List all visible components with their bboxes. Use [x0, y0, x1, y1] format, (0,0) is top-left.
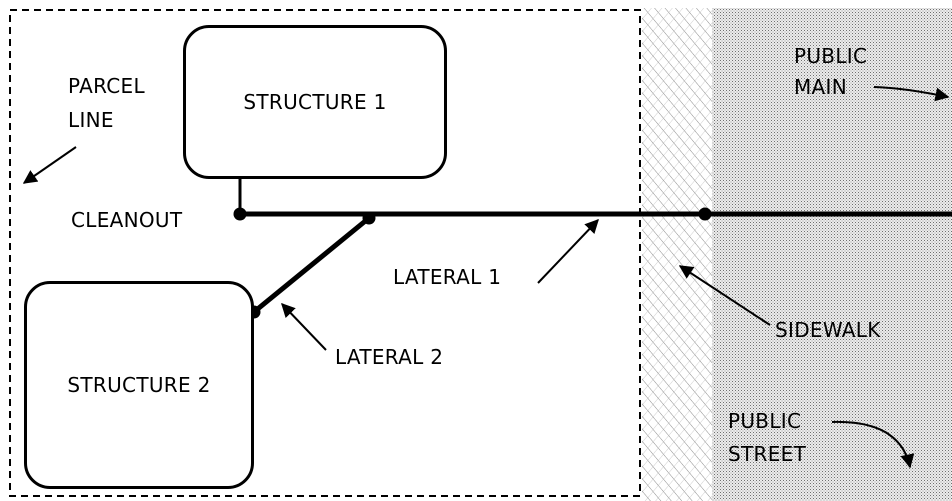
sidewalk-arrow: [678, 265, 771, 326]
structure-2-label: STRUCTURE 2: [67, 373, 211, 397]
public-main-label-line2: MAIN: [794, 75, 847, 99]
lateral-2-label: LATERAL 2: [335, 345, 444, 369]
cleanout-node: [233, 207, 247, 221]
lateral-1-arrow: [537, 218, 599, 284]
parcel-line-arrow: [22, 146, 77, 184]
lateral-2-line: [252, 216, 371, 314]
parcel-line-label-line1: PARCEL: [68, 74, 145, 98]
public-street-label-line2: STREET: [728, 442, 807, 466]
lateral-2-arrow: [281, 302, 327, 351]
structure-2-box: STRUCTURE 2: [24, 281, 254, 489]
property-line-node: [698, 207, 712, 221]
cleanout-label: CLEANOUT: [71, 208, 183, 232]
structure-1-box: STRUCTURE 1: [183, 25, 447, 179]
structure-1-label: STRUCTURE 1: [243, 90, 387, 114]
parcel-line-label-line2: LINE: [68, 108, 114, 132]
public-main-label-line1: PUBLIC: [794, 44, 868, 68]
public-street-label-line1: PUBLIC: [728, 409, 802, 433]
public-main-arrow: [873, 86, 950, 102]
junction-node: [362, 211, 376, 225]
sidewalk-area: [642, 8, 712, 501]
public-street-arrow: [831, 420, 915, 469]
sidewalk-label: SIDEWALK: [775, 318, 881, 342]
lateral-1-label: LATERAL 1: [393, 265, 502, 289]
